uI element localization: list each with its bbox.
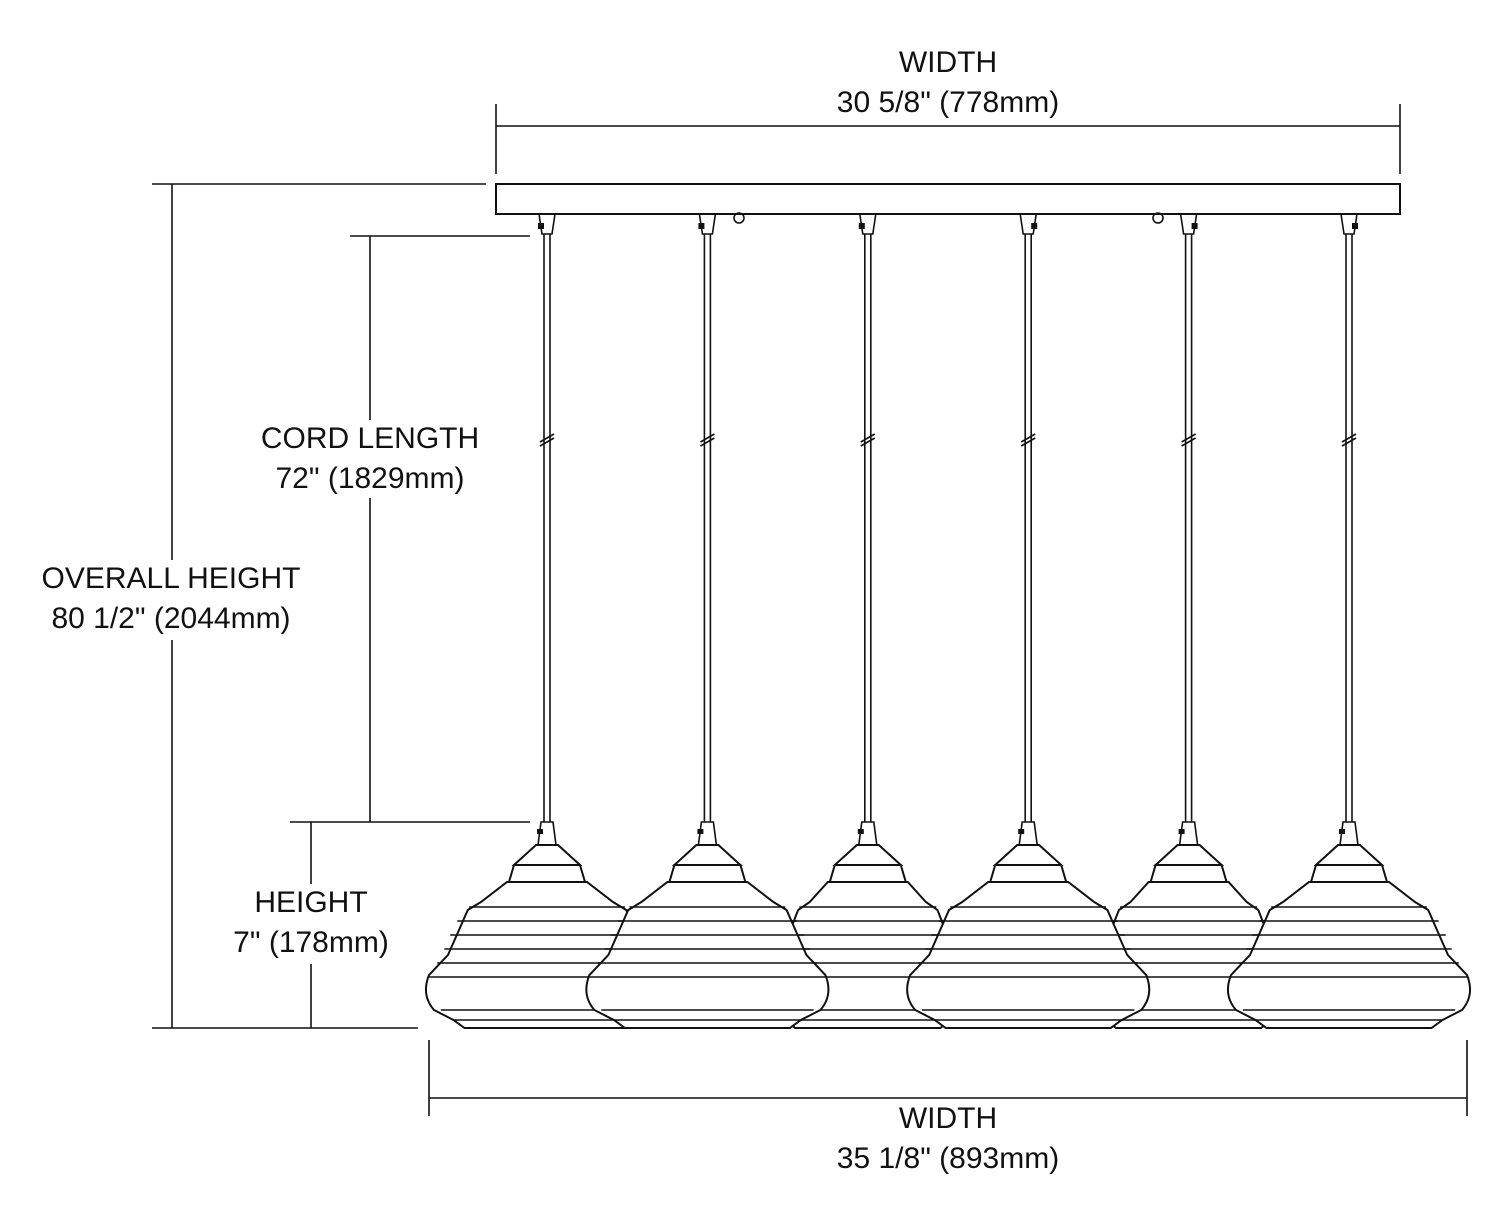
break-mark	[860, 437, 876, 447]
canopy-hook-icon	[1152, 212, 1164, 224]
shade-collar	[828, 864, 908, 883]
pendant-cord	[858, 213, 877, 822]
shade-cap	[832, 844, 904, 866]
pendants	[424, 213, 1472, 1029]
top-width-dimension: WIDTH 30 5/8" (778mm)	[495, 46, 1401, 174]
shade-cap	[511, 844, 583, 866]
break-mark	[860, 433, 876, 443]
shade-height-value: 7" (178mm)	[233, 926, 389, 959]
shade-collar	[988, 864, 1068, 883]
shade-collar	[668, 864, 747, 883]
shade-cap	[992, 844, 1064, 866]
cord-length-dimension: CORD LENGTH 72" (1829mm)	[261, 235, 530, 823]
shade-collar	[507, 864, 587, 883]
overall-height-label: OVERALL HEIGHT	[42, 562, 301, 595]
shade-height-label: HEIGHT	[254, 886, 367, 919]
set-screw	[857, 829, 864, 834]
top-width-label: WIDTH	[899, 46, 997, 79]
break-mark	[1181, 437, 1196, 447]
break-mark	[1020, 437, 1036, 447]
set-screw	[1031, 223, 1038, 229]
break-mark	[1181, 433, 1196, 443]
cord-socket	[1179, 213, 1198, 235]
bottom-width-label: WIDTH	[899, 1102, 997, 1135]
shade-body	[1226, 881, 1472, 1029]
overall-height-dimension: OVERALL HEIGHT 80 1/2" (2044mm)	[42, 183, 486, 1029]
cord-socket	[1340, 213, 1358, 235]
shade-height-dimension: HEIGHT 7" (178mm)	[233, 822, 389, 1028]
cord-length-label: CORD LENGTH	[261, 422, 479, 455]
shade-cap	[1153, 844, 1225, 866]
set-screw	[537, 829, 543, 834]
set-screw	[697, 829, 704, 834]
pendant-cord	[538, 213, 556, 822]
canopy-hook-icon	[733, 212, 745, 224]
break-mark	[1341, 433, 1357, 443]
canopy	[495, 183, 1401, 215]
set-screw	[538, 223, 544, 229]
break-mark	[700, 437, 715, 447]
set-screw	[1178, 829, 1185, 834]
pendant-cord	[698, 213, 717, 822]
shade-body	[585, 881, 830, 1029]
shade-collar	[1309, 864, 1389, 883]
shade-cap	[1313, 844, 1385, 866]
top-width-value: 30 5/8" (778mm)	[837, 86, 1059, 119]
shade-collar	[1149, 864, 1228, 883]
pendant-cord	[1019, 213, 1038, 822]
cord-socket	[1019, 213, 1038, 235]
overall-height-value: 80 1/2" (2044mm)	[51, 602, 290, 635]
set-screw	[858, 223, 865, 229]
set-screw	[1018, 829, 1025, 834]
break-mark	[1020, 433, 1036, 443]
set-screw	[698, 223, 705, 229]
pendant-cord	[1340, 213, 1358, 822]
break-mark	[539, 437, 555, 447]
bottom-width-value: 35 1/8" (893mm)	[837, 1142, 1059, 1175]
bottom-width-dimension: WIDTH 35 1/8" (893mm)	[428, 1040, 1468, 1175]
pendant-shade	[1226, 821, 1472, 1029]
shade-body	[906, 881, 1151, 1029]
set-screw	[1339, 829, 1345, 834]
break-mark	[539, 433, 555, 443]
pendant-shade	[906, 821, 1151, 1029]
pendant-shade	[585, 821, 830, 1029]
cord-length-value: 72" (1829mm)	[275, 462, 464, 495]
break-mark	[1341, 437, 1357, 447]
set-screw	[1191, 223, 1198, 229]
pendant-cord	[1179, 213, 1198, 822]
set-screw	[1352, 223, 1358, 229]
break-mark	[700, 433, 715, 443]
shade-cap	[671, 844, 743, 866]
